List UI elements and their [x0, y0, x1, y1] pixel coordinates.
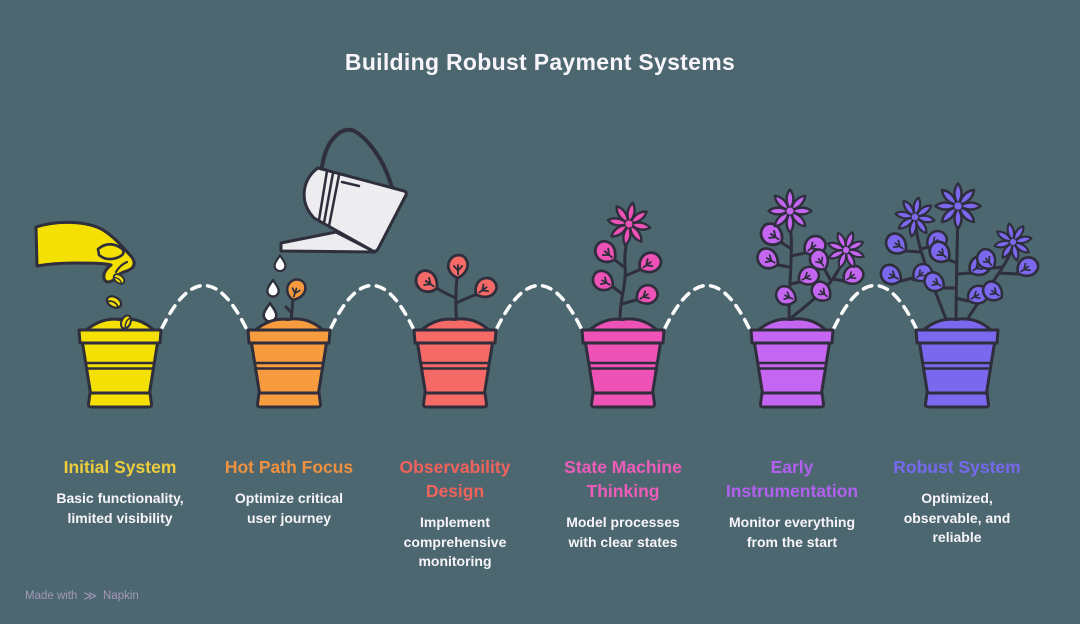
flower-bloom-icon [820, 224, 872, 276]
stage-4-illustration [580, 197, 666, 409]
stage-6-illustration [875, 182, 1043, 409]
page-title: Building Robust Payment Systems [344, 49, 736, 75]
flower-pot-3 [412, 317, 498, 409]
flower-bloom-icon [602, 197, 656, 251]
watermark-brand: Napkin [103, 589, 139, 602]
stage-3-illustration [410, 253, 502, 409]
flower-pot-2 [246, 317, 332, 409]
flower-pot-6 [914, 317, 1000, 409]
hand-planting-seeds-icon [34, 220, 136, 284]
stage-2-illustration [246, 127, 408, 409]
connector-arc-2 [329, 284, 415, 330]
watermark-prefix: Made with [25, 589, 78, 602]
connector-arc-5 [832, 284, 918, 330]
flower-pot-1 [77, 317, 163, 409]
connector-arcs [160, 284, 918, 330]
connector-arc-4 [663, 284, 751, 330]
flower-pot-5 [749, 317, 835, 409]
flower-bloom-icon [934, 182, 982, 230]
flower-pot-4 [580, 317, 666, 409]
connector-arc-3 [495, 284, 583, 330]
stage-1-illustration [34, 220, 163, 409]
stage-5-illustration [749, 188, 872, 409]
watermark: Made with ≫ Napkin [25, 589, 139, 602]
watering-can-icon [279, 127, 408, 254]
flowering-plant-icon [587, 197, 666, 332]
water-drops-icon [262, 254, 287, 323]
flower-bloom-icon [767, 188, 813, 234]
flowering-plant-icon [752, 188, 872, 332]
flowering-plant-icon [875, 182, 1043, 332]
connector-arc-1 [160, 284, 248, 330]
napkin-logo-icon: ≫ [83, 588, 98, 603]
